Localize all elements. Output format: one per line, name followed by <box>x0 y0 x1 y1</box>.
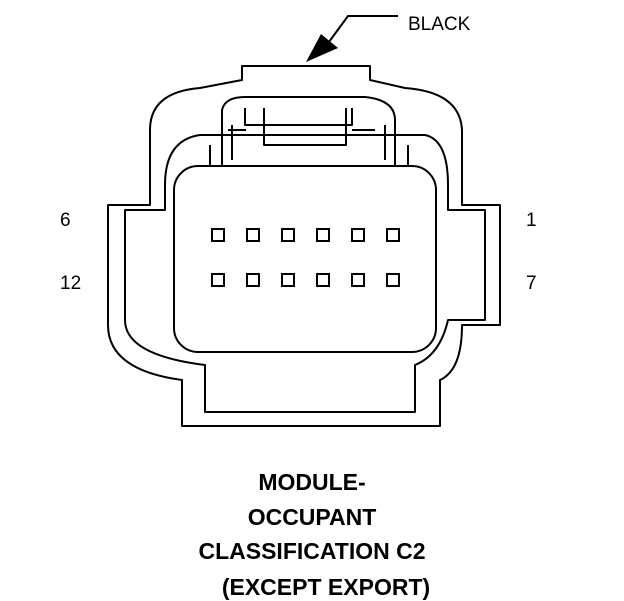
connector-housing-inner <box>124 134 486 413</box>
pin-label-1: 1 <box>526 210 537 231</box>
pin-10 <box>281 273 295 287</box>
caption-line-4: (EXCEPT EXPORT) <box>221 574 431 600</box>
pin-4 <box>281 228 295 242</box>
callout-arrowhead <box>306 34 338 62</box>
pin-11 <box>246 273 260 287</box>
pin-label-12: 12 <box>60 273 82 294</box>
callout-leader-line <box>325 15 398 47</box>
pin-12 <box>211 273 225 287</box>
pin-label-7: 7 <box>526 273 537 294</box>
callout-label-black: BLACK <box>408 14 471 35</box>
pin-2 <box>351 228 365 242</box>
pin-cavity-face <box>173 165 437 353</box>
pin-3 <box>316 228 330 242</box>
pin-6 <box>211 228 225 242</box>
pin-1 <box>386 228 400 242</box>
connector-housing-outer <box>107 65 501 427</box>
caption-line-2: OCCUPANT <box>247 504 377 530</box>
pin-label-6: 6 <box>60 210 71 231</box>
locking-latch <box>221 96 396 165</box>
pin-7 <box>386 273 400 287</box>
pin-9 <box>316 273 330 287</box>
pin-8 <box>351 273 365 287</box>
pin-grid <box>211 228 400 287</box>
caption-line-1: MODULE- <box>258 469 366 495</box>
pin-5 <box>246 228 260 242</box>
caption-line-3: CLASSIFICATION C2 <box>198 538 426 564</box>
